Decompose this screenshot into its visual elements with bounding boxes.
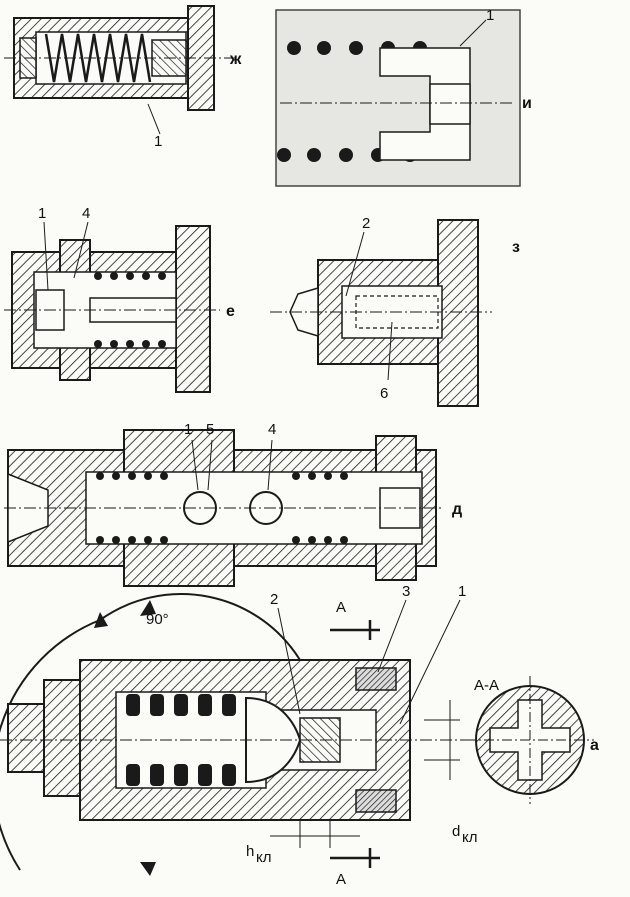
- label-view-z: з: [512, 239, 520, 256]
- label-view-d: д: [452, 501, 462, 518]
- label-view-e: е: [226, 303, 235, 320]
- label-1-i: 1: [486, 7, 494, 24]
- label-d-kl: d: [452, 823, 460, 840]
- view-d: [4, 429, 444, 587]
- label-h-kl-sub: кл: [256, 849, 271, 866]
- label-1-a: 1: [458, 583, 466, 600]
- label-d-kl-sub: кл: [462, 829, 477, 846]
- label-4-d: 4: [268, 421, 276, 438]
- spring-a-coils: [126, 694, 236, 786]
- label-1-d: 1: [184, 421, 192, 438]
- spring-d-coils: [96, 472, 348, 544]
- label-angle: 90°: [146, 611, 169, 628]
- label-1-zh: 1: [154, 133, 162, 150]
- view-e: [4, 221, 220, 393]
- label-5-d: 5: [206, 421, 214, 438]
- view-a: [0, 593, 594, 876]
- view-zh: [4, 5, 236, 135]
- view-z: [270, 219, 492, 407]
- spring-e-coils: [94, 272, 166, 348]
- label-3-a: 3: [402, 583, 410, 600]
- label-section-aa: А-А: [474, 677, 499, 694]
- label-view-i: и: [522, 95, 532, 112]
- label-view-a: а: [590, 737, 599, 754]
- angle-arc: [99, 593, 301, 661]
- label-2-a: 2: [270, 591, 278, 608]
- label-6-z: 6: [380, 385, 388, 402]
- view-i: [275, 9, 521, 187]
- label-view-zh: ж: [229, 51, 242, 68]
- label-1-e: 1: [38, 205, 46, 222]
- spring-zh: [44, 33, 152, 83]
- label-section-a-bottom: А: [336, 871, 346, 888]
- label-section-a-top: А: [336, 599, 346, 616]
- label-4-e: 4: [82, 205, 90, 222]
- label-2-z: 2: [362, 215, 370, 232]
- label-h-kl: h: [246, 843, 254, 860]
